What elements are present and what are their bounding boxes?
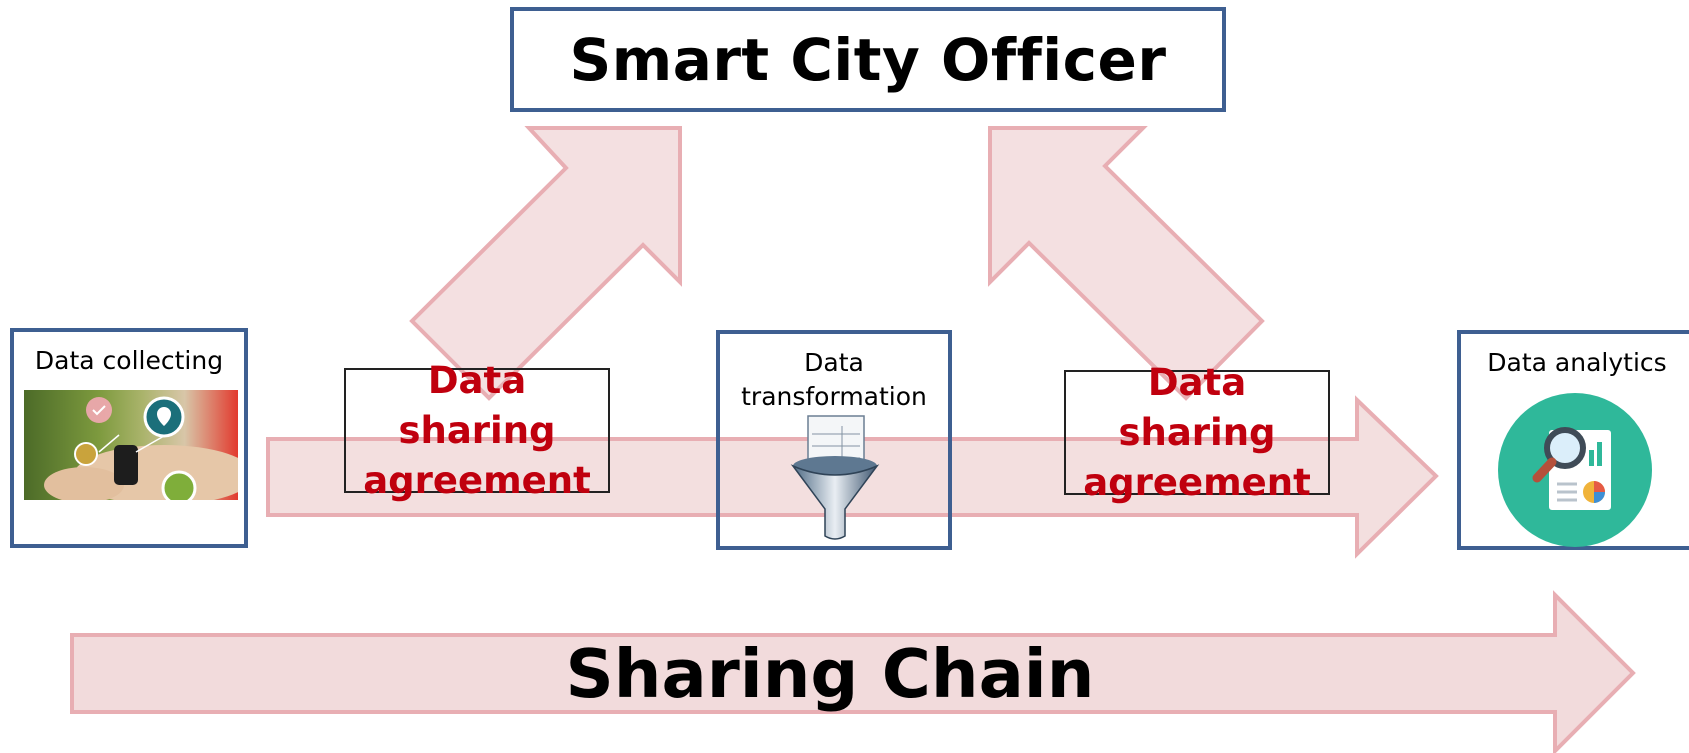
data-collecting-label: Data collecting xyxy=(34,346,224,375)
diagonal-arrow-right xyxy=(988,126,1265,401)
smartwatch-photo xyxy=(24,390,238,500)
data-transformation-box: Data transformation xyxy=(716,330,952,550)
analytics-report-icon xyxy=(1497,392,1653,548)
diagonal-arrow-left xyxy=(409,126,682,401)
data-sharing-agreement-label-2: Data sharing agreement xyxy=(1083,360,1311,504)
smart-city-officer-box: Smart City Officer xyxy=(510,7,1226,112)
data-collecting-box: Data collecting xyxy=(10,328,248,548)
sharing-chain-arrow xyxy=(70,590,1636,753)
data-sharing-agreement-label-1: Data sharing agreement xyxy=(363,358,591,502)
data-sharing-agreement-box-1: Data sharing agreement xyxy=(344,359,610,502)
data-transformation-label: Data transformation xyxy=(741,348,927,411)
smart-city-officer-title: Smart City Officer xyxy=(569,25,1167,94)
funnel-report-icon xyxy=(790,414,880,544)
sharing-chain-label: Sharing Chain xyxy=(565,635,1095,713)
data-sharing-agreement-box-2: Data sharing agreement xyxy=(1064,361,1330,504)
data-analytics-label: Data analytics xyxy=(1487,348,1667,377)
data-analytics-box: Data analytics xyxy=(1457,330,1689,550)
